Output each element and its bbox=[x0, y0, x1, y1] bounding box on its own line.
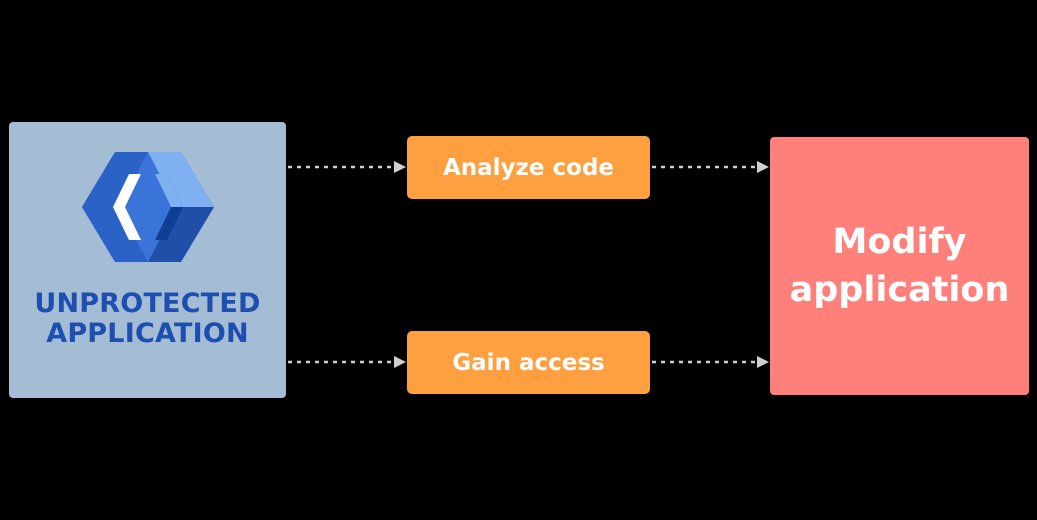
unprotected-application-box: UNPROTECTED APPLICATION bbox=[9, 122, 286, 398]
gain-access-step: Gain access bbox=[407, 331, 650, 394]
source-title-line2: APPLICATION bbox=[46, 318, 249, 349]
analyze-code-step: Analyze code bbox=[407, 136, 650, 199]
target-line2: application bbox=[789, 270, 1010, 310]
modify-application-box: Modify application bbox=[770, 137, 1029, 395]
source-title-line1: UNPROTECTED bbox=[34, 288, 261, 319]
source-title: UNPROTECTED APPLICATION bbox=[9, 289, 286, 349]
target-line1: Modify bbox=[832, 222, 967, 262]
analyze-code-label: Analyze code bbox=[442, 154, 615, 181]
code-brackets-cube-icon bbox=[82, 152, 214, 262]
gain-access-label: Gain access bbox=[452, 349, 605, 376]
